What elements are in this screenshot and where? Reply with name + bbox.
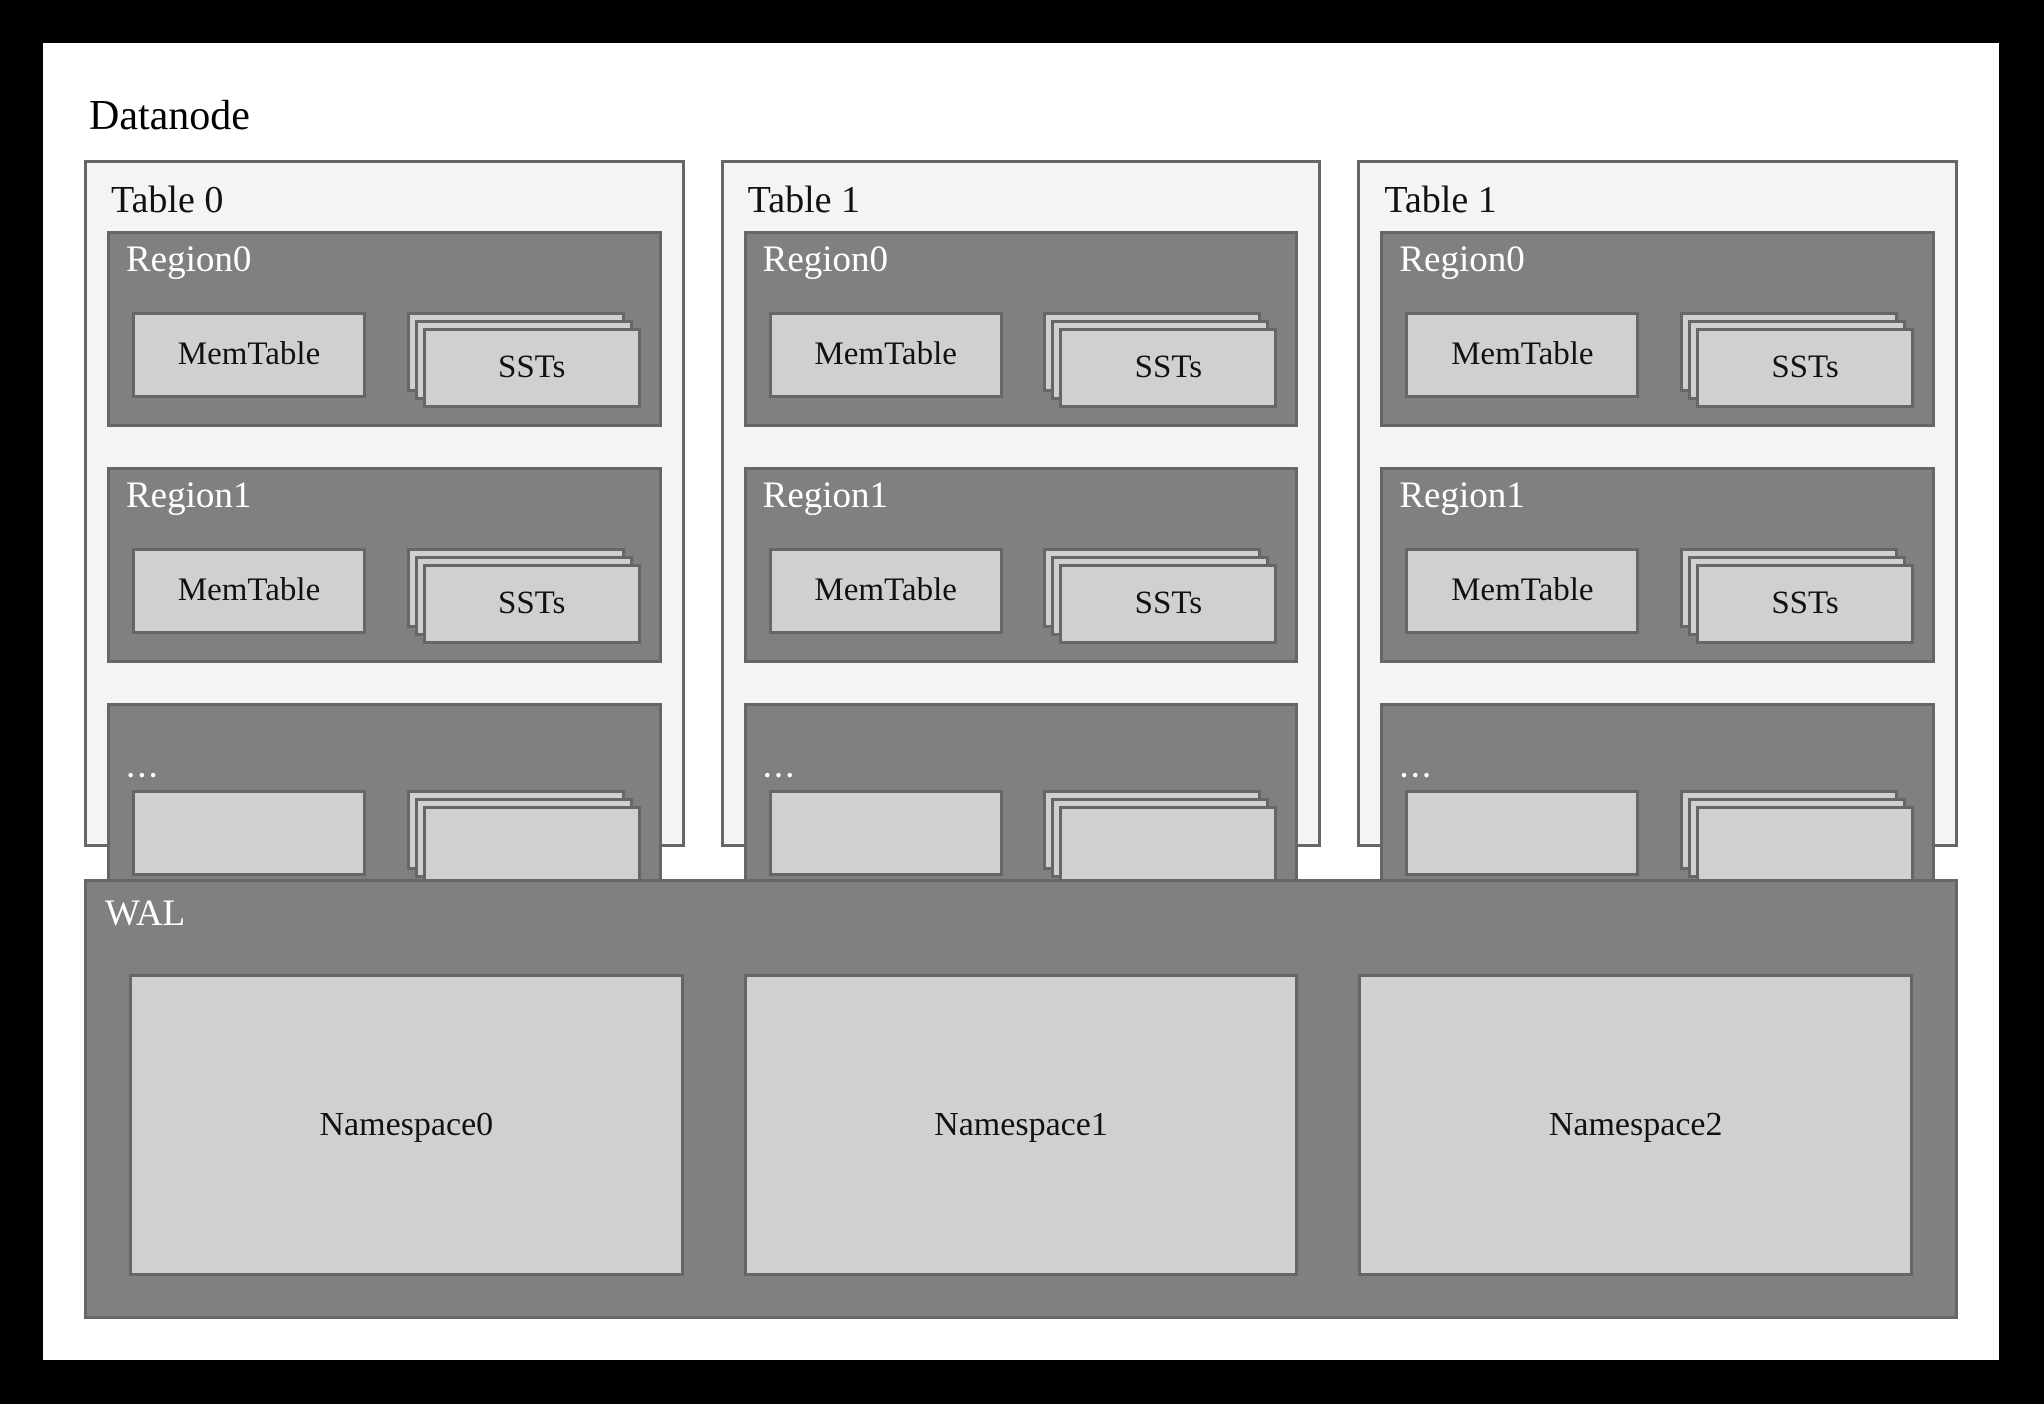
sst-sheet-front[interactable]: SSTs xyxy=(1696,327,1915,408)
region-content xyxy=(768,789,1278,886)
sst-sheet-front[interactable]: SSTs xyxy=(422,327,641,408)
ssts-stack-empty[interactable] xyxy=(406,789,641,890)
region-content: MemTable SSTs xyxy=(768,547,1278,644)
region-title: Region0 xyxy=(126,238,252,280)
page-title: Datanode xyxy=(89,93,250,139)
region-ellipsis-label: ... xyxy=(762,744,797,786)
ssts-stack[interactable]: SSTs xyxy=(1680,311,1915,412)
region-title: Region1 xyxy=(762,474,889,516)
sst-sheet-front[interactable] xyxy=(1059,805,1278,886)
table-panel-2[interactable]: Table 1 Region0 MemTable SSTs Region1 xyxy=(1357,160,1959,899)
memtable-card[interactable]: MemTable xyxy=(768,311,1003,398)
region-content: MemTable SSTs xyxy=(1405,547,1915,644)
table-title: Table 0 xyxy=(111,179,224,221)
region-box-ellipsis[interactable]: ... xyxy=(107,702,662,899)
memtable-card[interactable]: MemTable xyxy=(768,547,1003,634)
sst-sheet-front[interactable] xyxy=(422,805,641,886)
table-panel-1[interactable]: Table 1 Region0 MemTable SSTs Region1 xyxy=(720,160,1322,899)
datanode-canvas: Datanode Table 0 Region0 MemTable SSTs xyxy=(43,43,1999,1360)
region-content: MemTable SSTs xyxy=(1405,311,1915,408)
sst-sheet-front[interactable]: SSTs xyxy=(1059,563,1278,644)
region-box[interactable]: Region1 MemTable SSTs xyxy=(1380,466,1936,663)
table-title: Table 1 xyxy=(747,179,861,221)
table-panel-0[interactable]: Table 0 Region0 MemTable SSTs Region1 xyxy=(84,160,685,899)
region-title: Region0 xyxy=(1399,238,1525,280)
region-ellipsis-label: ... xyxy=(1399,744,1434,786)
ssts-stack[interactable]: SSTs xyxy=(1043,311,1278,412)
regions-stack: Region0 MemTable SSTs Region1 MemTable xyxy=(1380,230,1936,899)
memtable-card[interactable]: MemTable xyxy=(132,547,366,634)
region-box[interactable]: Region0 MemTable SSTs xyxy=(107,230,662,427)
ssts-stack[interactable]: SSTs xyxy=(1680,547,1915,648)
region-content: MemTable SSTs xyxy=(132,547,641,644)
ssts-stack[interactable]: SSTs xyxy=(406,547,641,648)
ssts-stack[interactable]: SSTs xyxy=(406,311,641,412)
tables-row: Table 0 Region0 MemTable SSTs Region1 xyxy=(84,160,1959,899)
ssts-stack-empty[interactable] xyxy=(1043,789,1278,890)
ssts-stack-empty[interactable] xyxy=(1680,789,1915,890)
namespace-box-1[interactable]: Namespace1 xyxy=(743,974,1299,1276)
region-box[interactable]: Region1 MemTable SSTs xyxy=(743,466,1299,663)
region-box-ellipsis[interactable]: ... xyxy=(1380,702,1936,899)
region-box[interactable]: Region0 MemTable SSTs xyxy=(743,230,1299,427)
region-title: Region1 xyxy=(126,474,252,516)
region-content: MemTable SSTs xyxy=(768,311,1278,408)
region-content xyxy=(132,789,641,886)
region-title: Region0 xyxy=(762,238,889,280)
namespace-box-0[interactable]: Namespace0 xyxy=(129,974,684,1276)
table-title: Table 1 xyxy=(1384,179,1497,221)
memtable-card[interactable]: MemTable xyxy=(1405,547,1640,634)
region-box-ellipsis[interactable]: ... xyxy=(743,702,1299,899)
memtable-card[interactable]: MemTable xyxy=(1405,311,1640,398)
memtable-card[interactable]: MemTable xyxy=(132,311,366,398)
memtable-card-empty[interactable] xyxy=(132,789,366,876)
namespace-box-2[interactable]: Namespace2 xyxy=(1358,974,1914,1276)
region-box[interactable]: Region1 MemTable SSTs xyxy=(107,466,662,663)
region-box[interactable]: Region0 MemTable SSTs xyxy=(1380,230,1936,427)
regions-stack: Region0 MemTable SSTs Region1 MemTable xyxy=(107,230,662,899)
memtable-card-empty[interactable] xyxy=(768,789,1003,876)
sst-sheet-front[interactable]: SSTs xyxy=(1696,563,1915,644)
wal-title: WAL xyxy=(105,893,186,934)
region-ellipsis-label: ... xyxy=(126,744,160,786)
region-content: MemTable SSTs xyxy=(132,311,641,408)
wal-box[interactable]: WAL Namespace0 Namespace1 Namespace2 xyxy=(84,879,1958,1319)
sst-sheet-front[interactable]: SSTs xyxy=(422,563,641,644)
memtable-card-empty[interactable] xyxy=(1405,789,1640,876)
wal-namespaces-row: Namespace0 Namespace1 Namespace2 xyxy=(129,974,1914,1276)
ssts-stack[interactable]: SSTs xyxy=(1043,547,1278,648)
region-title: Region1 xyxy=(1399,474,1525,516)
region-content xyxy=(1405,789,1915,886)
sst-sheet-front[interactable] xyxy=(1696,805,1915,886)
regions-stack: Region0 MemTable SSTs Region1 MemTable xyxy=(743,230,1299,899)
sst-sheet-front[interactable]: SSTs xyxy=(1059,327,1278,408)
